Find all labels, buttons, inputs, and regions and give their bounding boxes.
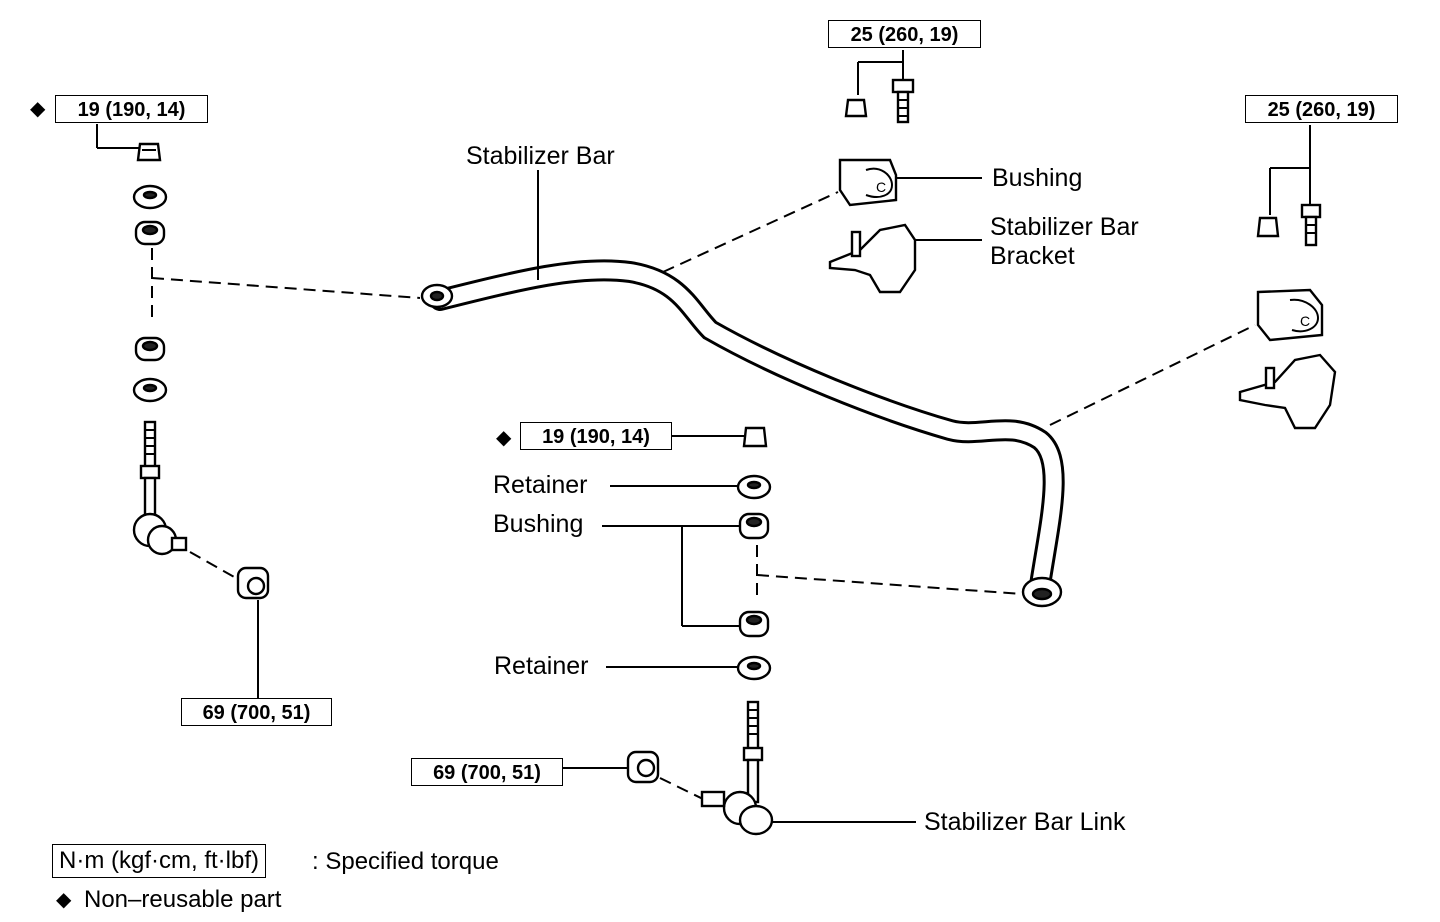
legend-torque-unit: N·m (kgf·cm, ft·lbf) <box>52 844 266 878</box>
torque-box-left-link-nut: 69 (700, 51) <box>181 698 332 726</box>
bracket-top-icon <box>828 223 917 294</box>
top-right-bolt-icon <box>1300 203 1322 247</box>
torque-box-top-center: 25 (260, 19) <box>828 20 981 48</box>
stabilizer-bar-label: Stabilizer Bar <box>466 142 615 170</box>
svg-text:C: C <box>1300 313 1310 329</box>
center-link-icon <box>700 700 774 836</box>
legend-nonreusable-symbol: ◆ <box>56 889 72 911</box>
bushing-top-icon: C <box>838 158 898 207</box>
torque-box-center-link-nut: 69 (700, 51) <box>411 758 563 786</box>
nonreusable-diamond-left: ◆ <box>30 98 46 120</box>
legend-nonreusable-desc: Non–reusable part <box>84 886 282 913</box>
retainer-lower-label: Retainer <box>494 652 589 680</box>
center-bushing-lower-icon <box>738 610 770 638</box>
center-retainer-lower-icon <box>736 655 772 681</box>
stabilizer-bar-shape <box>420 259 1065 608</box>
center-retainer-upper-icon <box>736 474 772 500</box>
torque-box-center-nut: 19 (190, 14) <box>520 422 672 450</box>
bracket-label-line1: Stabilizer Bar <box>990 213 1139 241</box>
svg-text:C: C <box>876 179 886 195</box>
left-bushing-upper-icon <box>134 220 166 246</box>
bushing-top-label: Bushing <box>992 164 1083 192</box>
bracket-right-icon <box>1238 353 1337 430</box>
left-bushing-lower-icon <box>134 336 166 362</box>
left-retainer-lower-icon <box>132 377 168 403</box>
top-center-bolt-icon <box>891 78 915 124</box>
torque-box-top-right: 25 (260, 19) <box>1245 95 1398 123</box>
legend-torque-desc: : Specified torque <box>312 848 499 875</box>
bushing-center-label: Bushing <box>493 510 584 538</box>
retainer-upper-label: Retainer <box>493 471 588 499</box>
left-link-nut-icon <box>236 566 270 600</box>
torque-box-left-nut: 19 (190, 14) <box>55 95 208 123</box>
bracket-label-line2: Bracket <box>990 242 1075 270</box>
bushing-right-icon: C <box>1256 288 1324 342</box>
center-link-nut-icon <box>626 750 660 784</box>
stabilizer-bar-link-label: Stabilizer Bar Link <box>924 808 1126 836</box>
nonreusable-diamond-center: ◆ <box>496 427 512 449</box>
center-nut-icon <box>742 426 768 448</box>
left-nut-icon <box>136 142 162 162</box>
top-center-nut-icon <box>844 98 868 118</box>
left-link-icon <box>132 420 188 556</box>
center-bushing-upper-icon <box>738 512 770 540</box>
top-right-nut-icon <box>1256 216 1280 238</box>
left-retainer-upper-icon <box>132 184 168 210</box>
